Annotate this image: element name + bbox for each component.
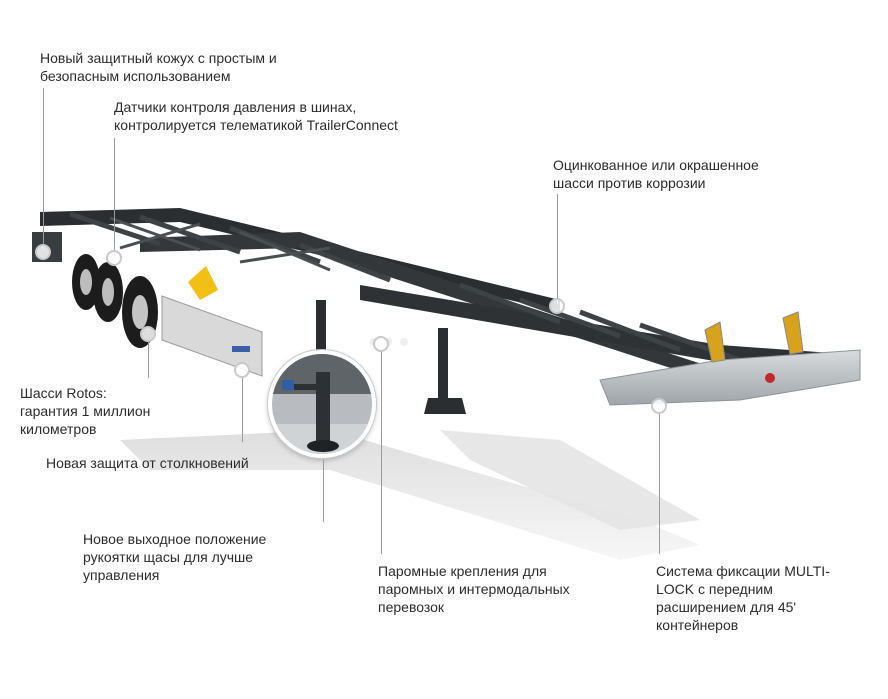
- label-protective-housing: Новый защитный кожух с простым и безопас…: [40, 50, 277, 84]
- crank-handle-inset: [268, 350, 376, 458]
- ground-shadow-2: [440, 430, 700, 530]
- leader-collision: [242, 378, 243, 442]
- frame-rail-left: [40, 208, 560, 312]
- side-guard-tag: [232, 346, 250, 352]
- lock-hook-2: [782, 311, 804, 355]
- label-collision-protection: Новая защита от столкновений: [46, 455, 249, 471]
- frame-rail-right: [140, 232, 720, 384]
- inset-drawing: [272, 354, 372, 454]
- label-rotos-chassis: Шасси Rotos: гарантия 1 миллион километр…: [20, 385, 151, 437]
- red-lamp: [765, 373, 775, 383]
- callout-dot-housing: [35, 244, 51, 260]
- label-tire-pressure-sensors: Датчики контроля давления в шинах, контр…: [114, 99, 398, 133]
- gooseneck: [360, 285, 860, 372]
- lock-hook-1: [704, 321, 726, 363]
- leader-coating: [557, 194, 558, 304]
- callout-dot-collision: [234, 362, 250, 378]
- leader-handle: [323, 460, 324, 522]
- label-multilock: Система фиксации MULTI- LOCK с передним …: [656, 563, 830, 633]
- label-ferry-lashing: Паромные крепления для паромных и интерм…: [378, 563, 570, 615]
- leader-rotos: [148, 342, 149, 378]
- callout-dot-sensors: [106, 250, 122, 266]
- side-guard: [161, 295, 263, 377]
- leader-multilock: [659, 414, 660, 554]
- wheel-chock: [188, 266, 218, 300]
- label-crank-handle: Новое выходное положение рукоятки щасы д…: [83, 531, 267, 583]
- callout-dot-rotos: [140, 326, 156, 342]
- leader-ferry: [381, 352, 382, 554]
- callout-dot-multilock: [651, 398, 667, 414]
- callout-dot-ferry: [373, 336, 389, 352]
- leader-housing: [43, 88, 44, 250]
- wheels: [72, 254, 158, 348]
- ground-shadow: [120, 430, 700, 560]
- label-galvanized-chassis: Оцинкованное или окрашенное шасси против…: [553, 157, 759, 191]
- diagonal-bracing: [109, 216, 331, 272]
- callout-dot-coating: [549, 298, 565, 314]
- leader-sensors: [114, 138, 115, 258]
- light-3: [400, 338, 408, 346]
- landing-legs: [316, 300, 466, 414]
